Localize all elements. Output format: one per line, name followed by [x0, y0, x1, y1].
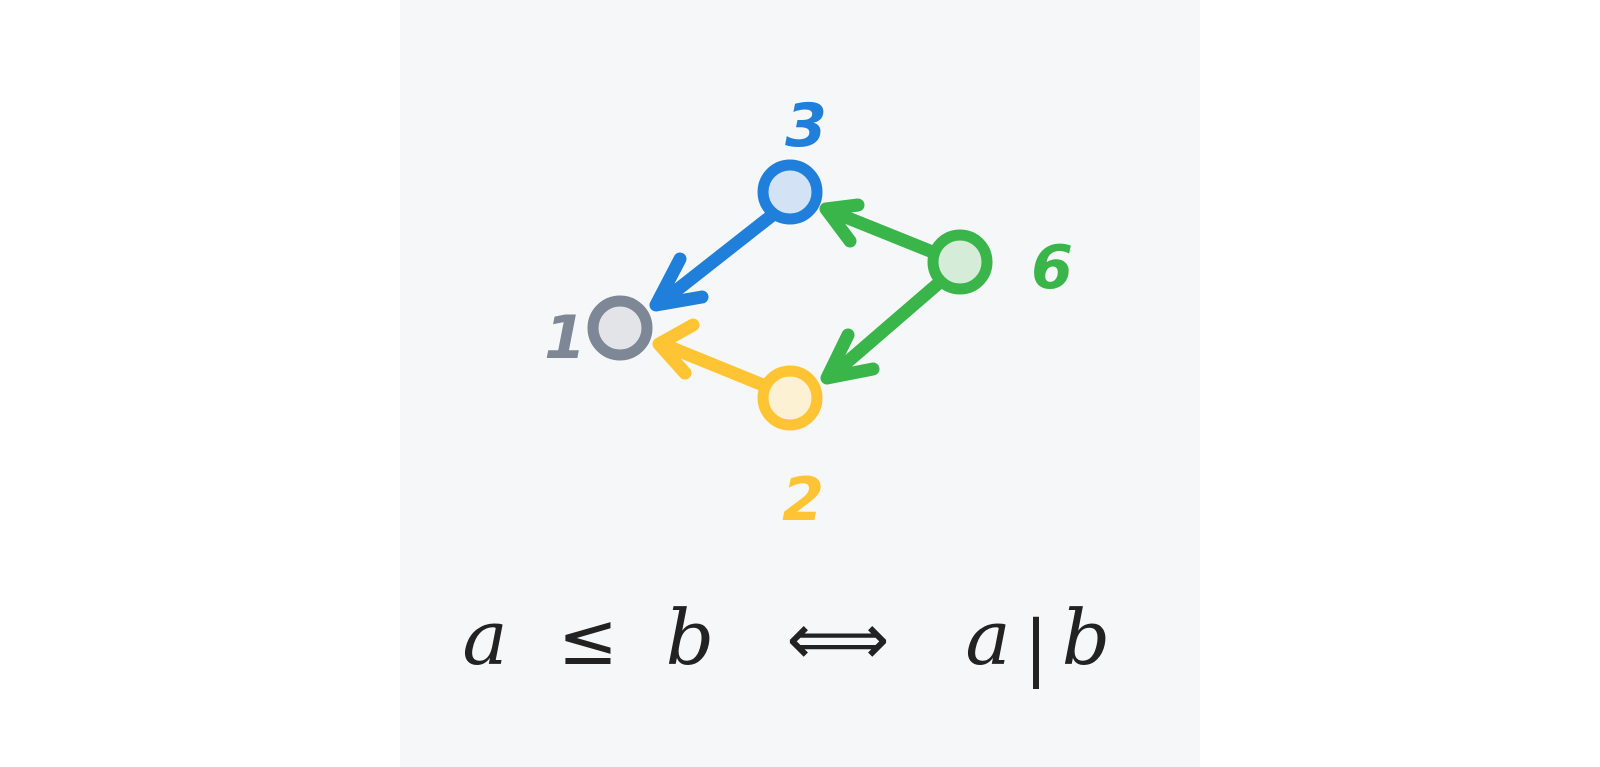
edge-3-to-1	[649, 206, 782, 312]
formula-iff: ⟺	[786, 597, 889, 681]
node-label-3: 3	[785, 91, 827, 161]
node-label-2: 2	[782, 465, 824, 535]
edge-6-to-2	[820, 275, 947, 385]
formula: a ≤ b ⟺ a | b	[462, 593, 1110, 690]
formula-rhs-a: a	[965, 593, 1010, 682]
node-3	[757, 159, 823, 225]
node-label-6: 6	[1031, 233, 1073, 303]
formula-lhs-b: b	[666, 593, 715, 682]
formula-lhs-a: a	[462, 593, 507, 682]
node-1	[587, 295, 653, 361]
node-label-1: 1	[544, 303, 586, 373]
formula-leq: ≤	[558, 597, 618, 681]
edge-2-to-1	[652, 318, 775, 394]
node-2	[757, 365, 823, 431]
edge-6-to-3	[819, 198, 942, 260]
node-6	[927, 229, 993, 295]
formula-rhs-b: b	[1062, 593, 1111, 682]
formula-divides: |	[1024, 605, 1048, 690]
